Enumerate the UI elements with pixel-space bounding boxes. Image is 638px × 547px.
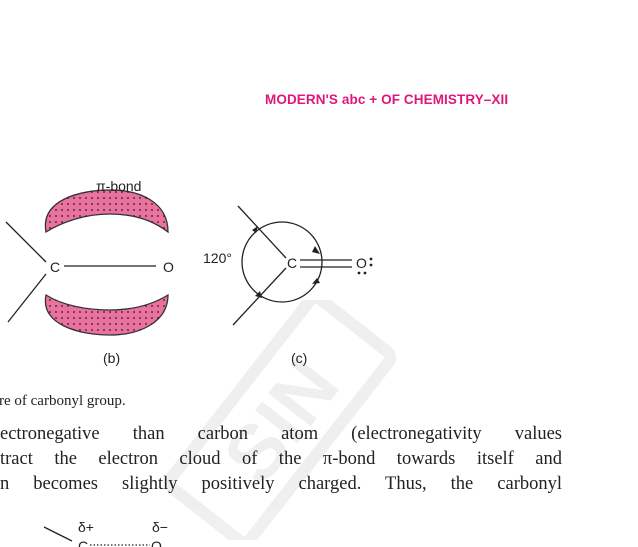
running-header: MODERN'S abc + OF CHEMISTRY–XII [265, 92, 509, 107]
oxygen-atom-label-bottom: O [151, 538, 162, 547]
bond-line-bottom [43, 526, 73, 542]
arrow-head-4 [255, 291, 262, 298]
bond-line-upper-left [5, 221, 47, 263]
body-line: tract the electron cloud of the π-bond t… [0, 449, 562, 469]
bond-line-lower-left [7, 273, 47, 323]
angle-arc [241, 221, 323, 303]
carbon-atom-label-c: C [287, 255, 297, 271]
oxygen-atom-label-c: O [356, 255, 367, 271]
body-line: n becomes slightly positively charged. T… [0, 474, 562, 494]
body-paragraph: ectronegative than carbon atom (electron… [0, 422, 562, 497]
arrow-head-3 [312, 278, 320, 284]
carbonyl-structure-diagram: π-bond C O (b) 120° C O (c) [5, 178, 373, 366]
delta-plus-label: δ+ [78, 519, 94, 535]
bond-line-c-upper [237, 205, 287, 259]
figure-label-b: (b) [103, 350, 120, 366]
delta-minus-label: δ− [152, 519, 168, 535]
body-line: ectronegative than carbon atom (electron… [0, 424, 562, 444]
pi-bond-upper-lobe [44, 189, 169, 234]
pi-bond-label: π-bond [96, 178, 141, 194]
pi-bond-lower-lobe [44, 293, 169, 336]
oxygen-atom-label: O [163, 259, 174, 275]
figure-label-c: (c) [291, 350, 307, 366]
carbon-atom-label-bottom: C [78, 538, 88, 547]
arrow-head-2 [312, 246, 320, 254]
partial-charge-diagram: δ+ δ− C O [43, 519, 168, 547]
lone-pair-dots [357, 257, 373, 275]
figure-caption: re of carbonyl group. [0, 393, 126, 409]
arrow-head-1 [252, 226, 258, 233]
bond-angle-label: 120° [203, 250, 232, 266]
carbon-atom-label: C [50, 259, 60, 275]
